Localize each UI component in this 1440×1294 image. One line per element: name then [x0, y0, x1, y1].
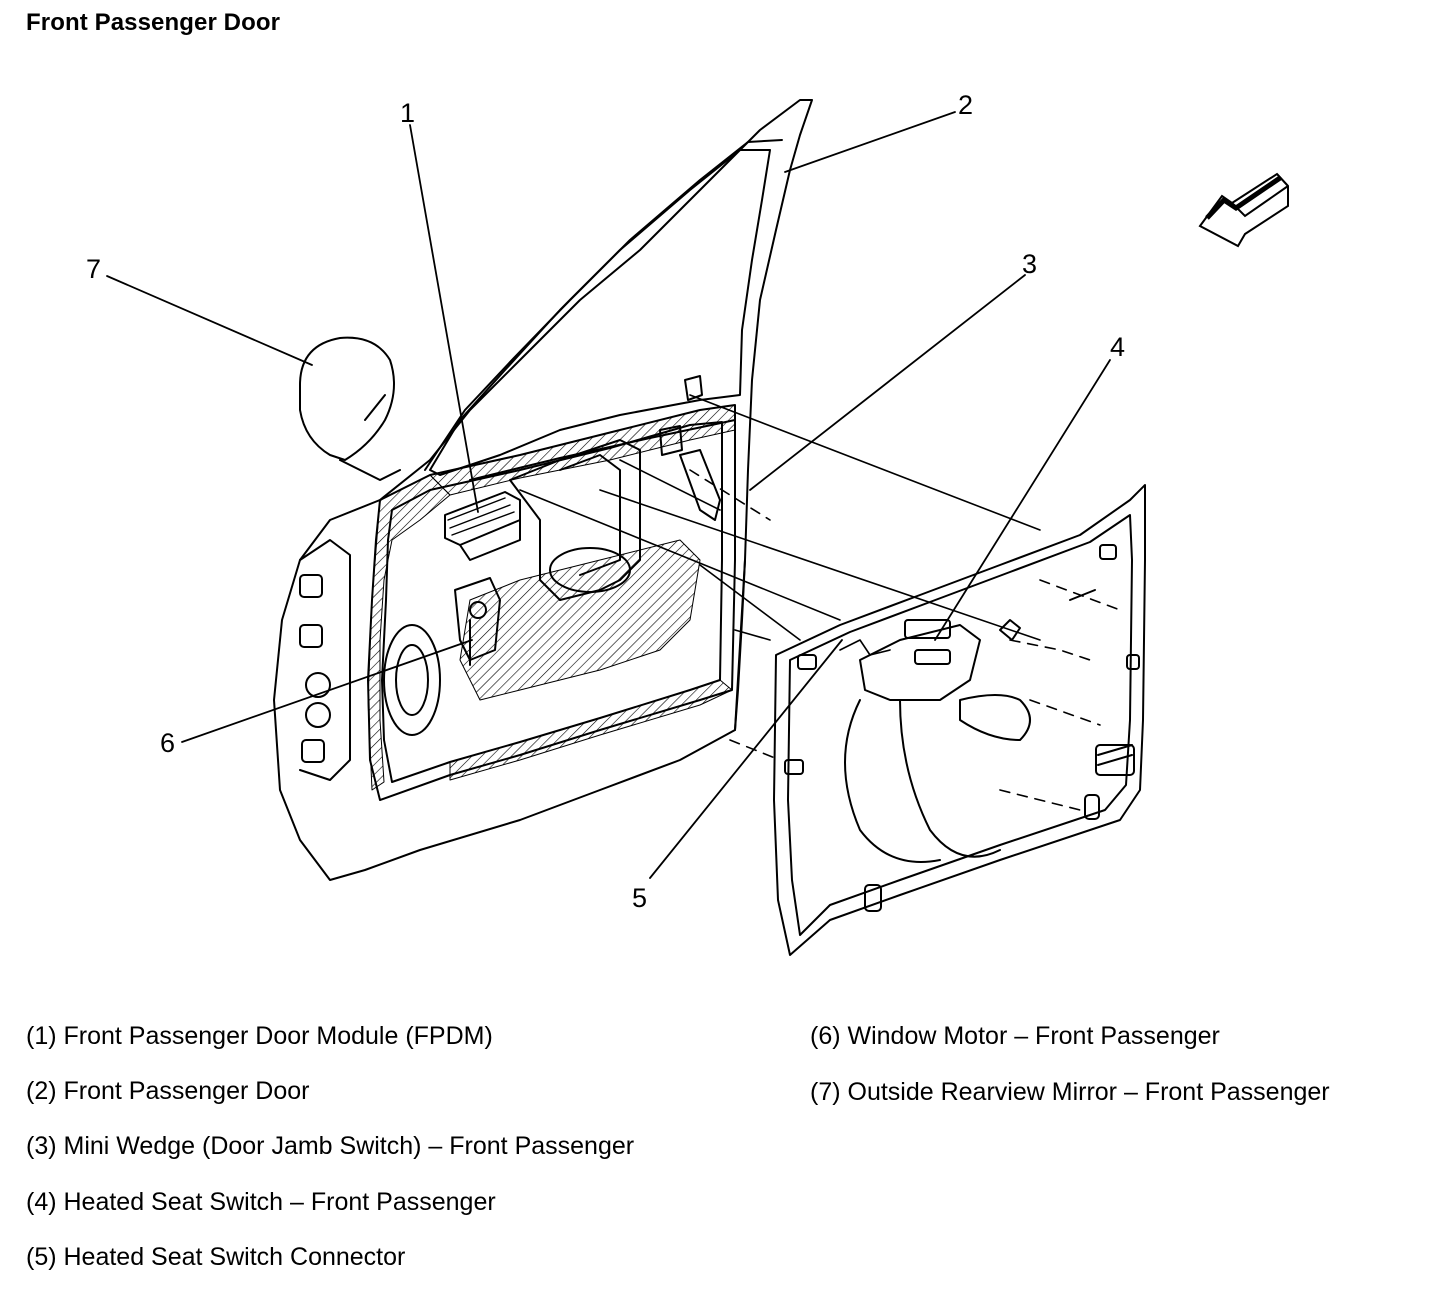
legend-item-7: (7) Outside Rearview Mirror – Front Pass…: [810, 1078, 1330, 1106]
callout-7: 7: [86, 254, 101, 284]
connection-lines: [519, 394, 1121, 811]
window-motor: [454, 577, 501, 666]
outside-mirror: [299, 336, 401, 481]
legend-item-6: (6) Window Motor – Front Passenger: [810, 1022, 1220, 1050]
door-trim-panel: [773, 484, 1146, 956]
callout-2: 2: [958, 90, 973, 120]
direction-arrow-icon: [1198, 172, 1289, 248]
legend-item-1: (1) Front Passenger Door Module (FPDM): [26, 1022, 493, 1050]
callout-1: 1: [400, 98, 415, 128]
legend-item-2: (2) Front Passenger Door: [26, 1077, 310, 1105]
callout-6: 6: [160, 728, 175, 758]
leader-lines: [106, 111, 1111, 879]
front-passenger-door: [273, 99, 813, 881]
legend-item-5: (5) Heated Seat Switch Connector: [26, 1243, 406, 1271]
callout-4: 4: [1110, 332, 1125, 362]
callout-5: 5: [632, 883, 647, 913]
page-title: Front Passenger Door: [26, 9, 281, 36]
door-module: [444, 491, 521, 561]
legend-item-4: (4) Heated Seat Switch – Front Passenger: [26, 1188, 496, 1216]
door-diagram: 1 2 3 4 5 6 7: [86, 90, 1289, 956]
legend-item-3: (3) Mini Wedge (Door Jamb Switch) – Fron…: [26, 1132, 635, 1160]
callout-3: 3: [1022, 249, 1037, 279]
